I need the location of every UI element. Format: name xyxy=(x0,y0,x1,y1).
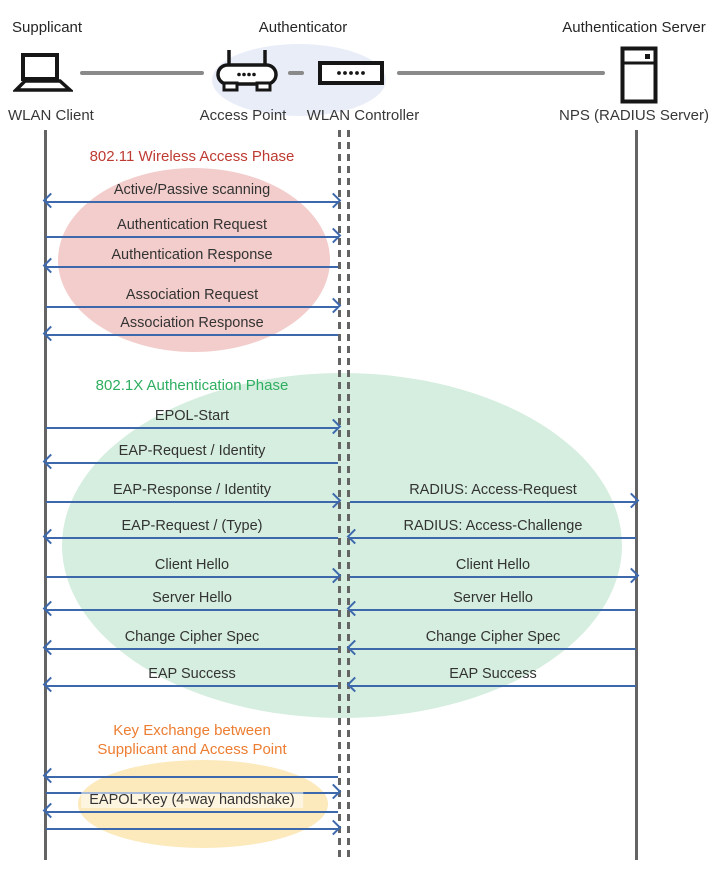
phase3-title-line1: Key Exchange between xyxy=(113,722,271,739)
message-label: EAP-Response / Identity xyxy=(113,482,271,498)
arrow-line xyxy=(350,684,636,688)
arrow-line xyxy=(46,265,338,269)
arrow-line xyxy=(46,333,338,337)
arrow-line xyxy=(46,647,338,651)
nps-radius-server-label: NPS (RADIUS Server) xyxy=(558,107,710,124)
arrow-line xyxy=(350,647,636,651)
message-label: Server Hello xyxy=(453,590,533,606)
message-label: RADIUS: Access-Challenge xyxy=(403,518,583,534)
phase2-ellipse xyxy=(62,373,622,718)
message-label: Authentication Request xyxy=(117,217,267,233)
arrow-line xyxy=(350,500,636,504)
message-label: EPOL-Start xyxy=(154,408,230,424)
message-label: EAP-Request / (Type) xyxy=(121,518,263,534)
role-authentication-server: Authentication Server xyxy=(562,19,706,36)
message-label: RADIUS: Access-Request xyxy=(409,482,577,498)
lifeline-wlan-controller-right xyxy=(347,130,350,860)
arrow-line xyxy=(46,775,338,779)
server-icon xyxy=(620,46,658,104)
lifeline-wlan-client xyxy=(44,130,47,860)
arrow-line xyxy=(46,575,338,579)
connector-line-ap-controller xyxy=(288,71,304,75)
message-label: EAPOL-Key (4-way handshake) xyxy=(81,792,303,808)
arrow-line xyxy=(350,536,636,540)
arrow-line xyxy=(46,426,338,430)
phase1-title: 802.11 Wireless Access Phase xyxy=(89,148,295,165)
phase1-ellipse xyxy=(58,168,330,352)
phase3-title: Key Exchange between Supplicant and Acce… xyxy=(45,721,339,759)
arrow-line xyxy=(46,200,338,204)
message-label: Active/Passive scanning xyxy=(113,182,271,198)
wlan-controller-label: WLAN Controller xyxy=(306,107,420,124)
message-label: EAP Success xyxy=(148,666,236,682)
role-authenticator: Authenticator xyxy=(258,19,348,36)
lifeline-wlan-controller-left xyxy=(338,130,341,860)
arrow-line xyxy=(46,461,338,465)
arrow-line xyxy=(46,536,338,540)
message-label: Change Cipher Spec xyxy=(425,629,561,645)
connector-line-controller-server xyxy=(397,71,605,75)
arrow-line xyxy=(46,500,338,504)
laptop-icon xyxy=(13,53,73,93)
role-supplicant: Supplicant xyxy=(12,19,83,36)
phase3-title-line2: Supplicant and Access Point xyxy=(97,741,287,758)
arrow-line xyxy=(350,575,636,579)
arrow-line xyxy=(350,608,636,612)
arrow-line xyxy=(46,827,338,831)
access-point-icon xyxy=(216,47,278,94)
message-label: Client Hello xyxy=(154,557,230,573)
lifeline-nps-server xyxy=(635,130,638,860)
arrow-line xyxy=(46,608,338,612)
arrow-line xyxy=(46,235,338,239)
wlan-controller-icon xyxy=(318,61,384,85)
message-label: Client Hello xyxy=(455,557,531,573)
arrow-line xyxy=(46,684,338,688)
message-label: EAP-Request / Identity xyxy=(118,443,266,459)
message-label: EAP Success xyxy=(449,666,537,682)
message-label: Change Cipher Spec xyxy=(124,629,260,645)
message-label: Authentication Response xyxy=(111,247,273,263)
access-point-label: Access Point xyxy=(199,107,287,124)
arrow-line xyxy=(46,810,338,814)
wlan-client-label: WLAN Client xyxy=(8,107,94,124)
arrow-line xyxy=(46,305,338,309)
message-label: Association Response xyxy=(120,315,264,331)
connector-line-client-ap xyxy=(80,71,204,75)
phase2-title: 802.1X Authentication Phase xyxy=(95,377,289,394)
message-label: Association Request xyxy=(125,287,259,303)
message-label: Server Hello xyxy=(152,590,232,606)
